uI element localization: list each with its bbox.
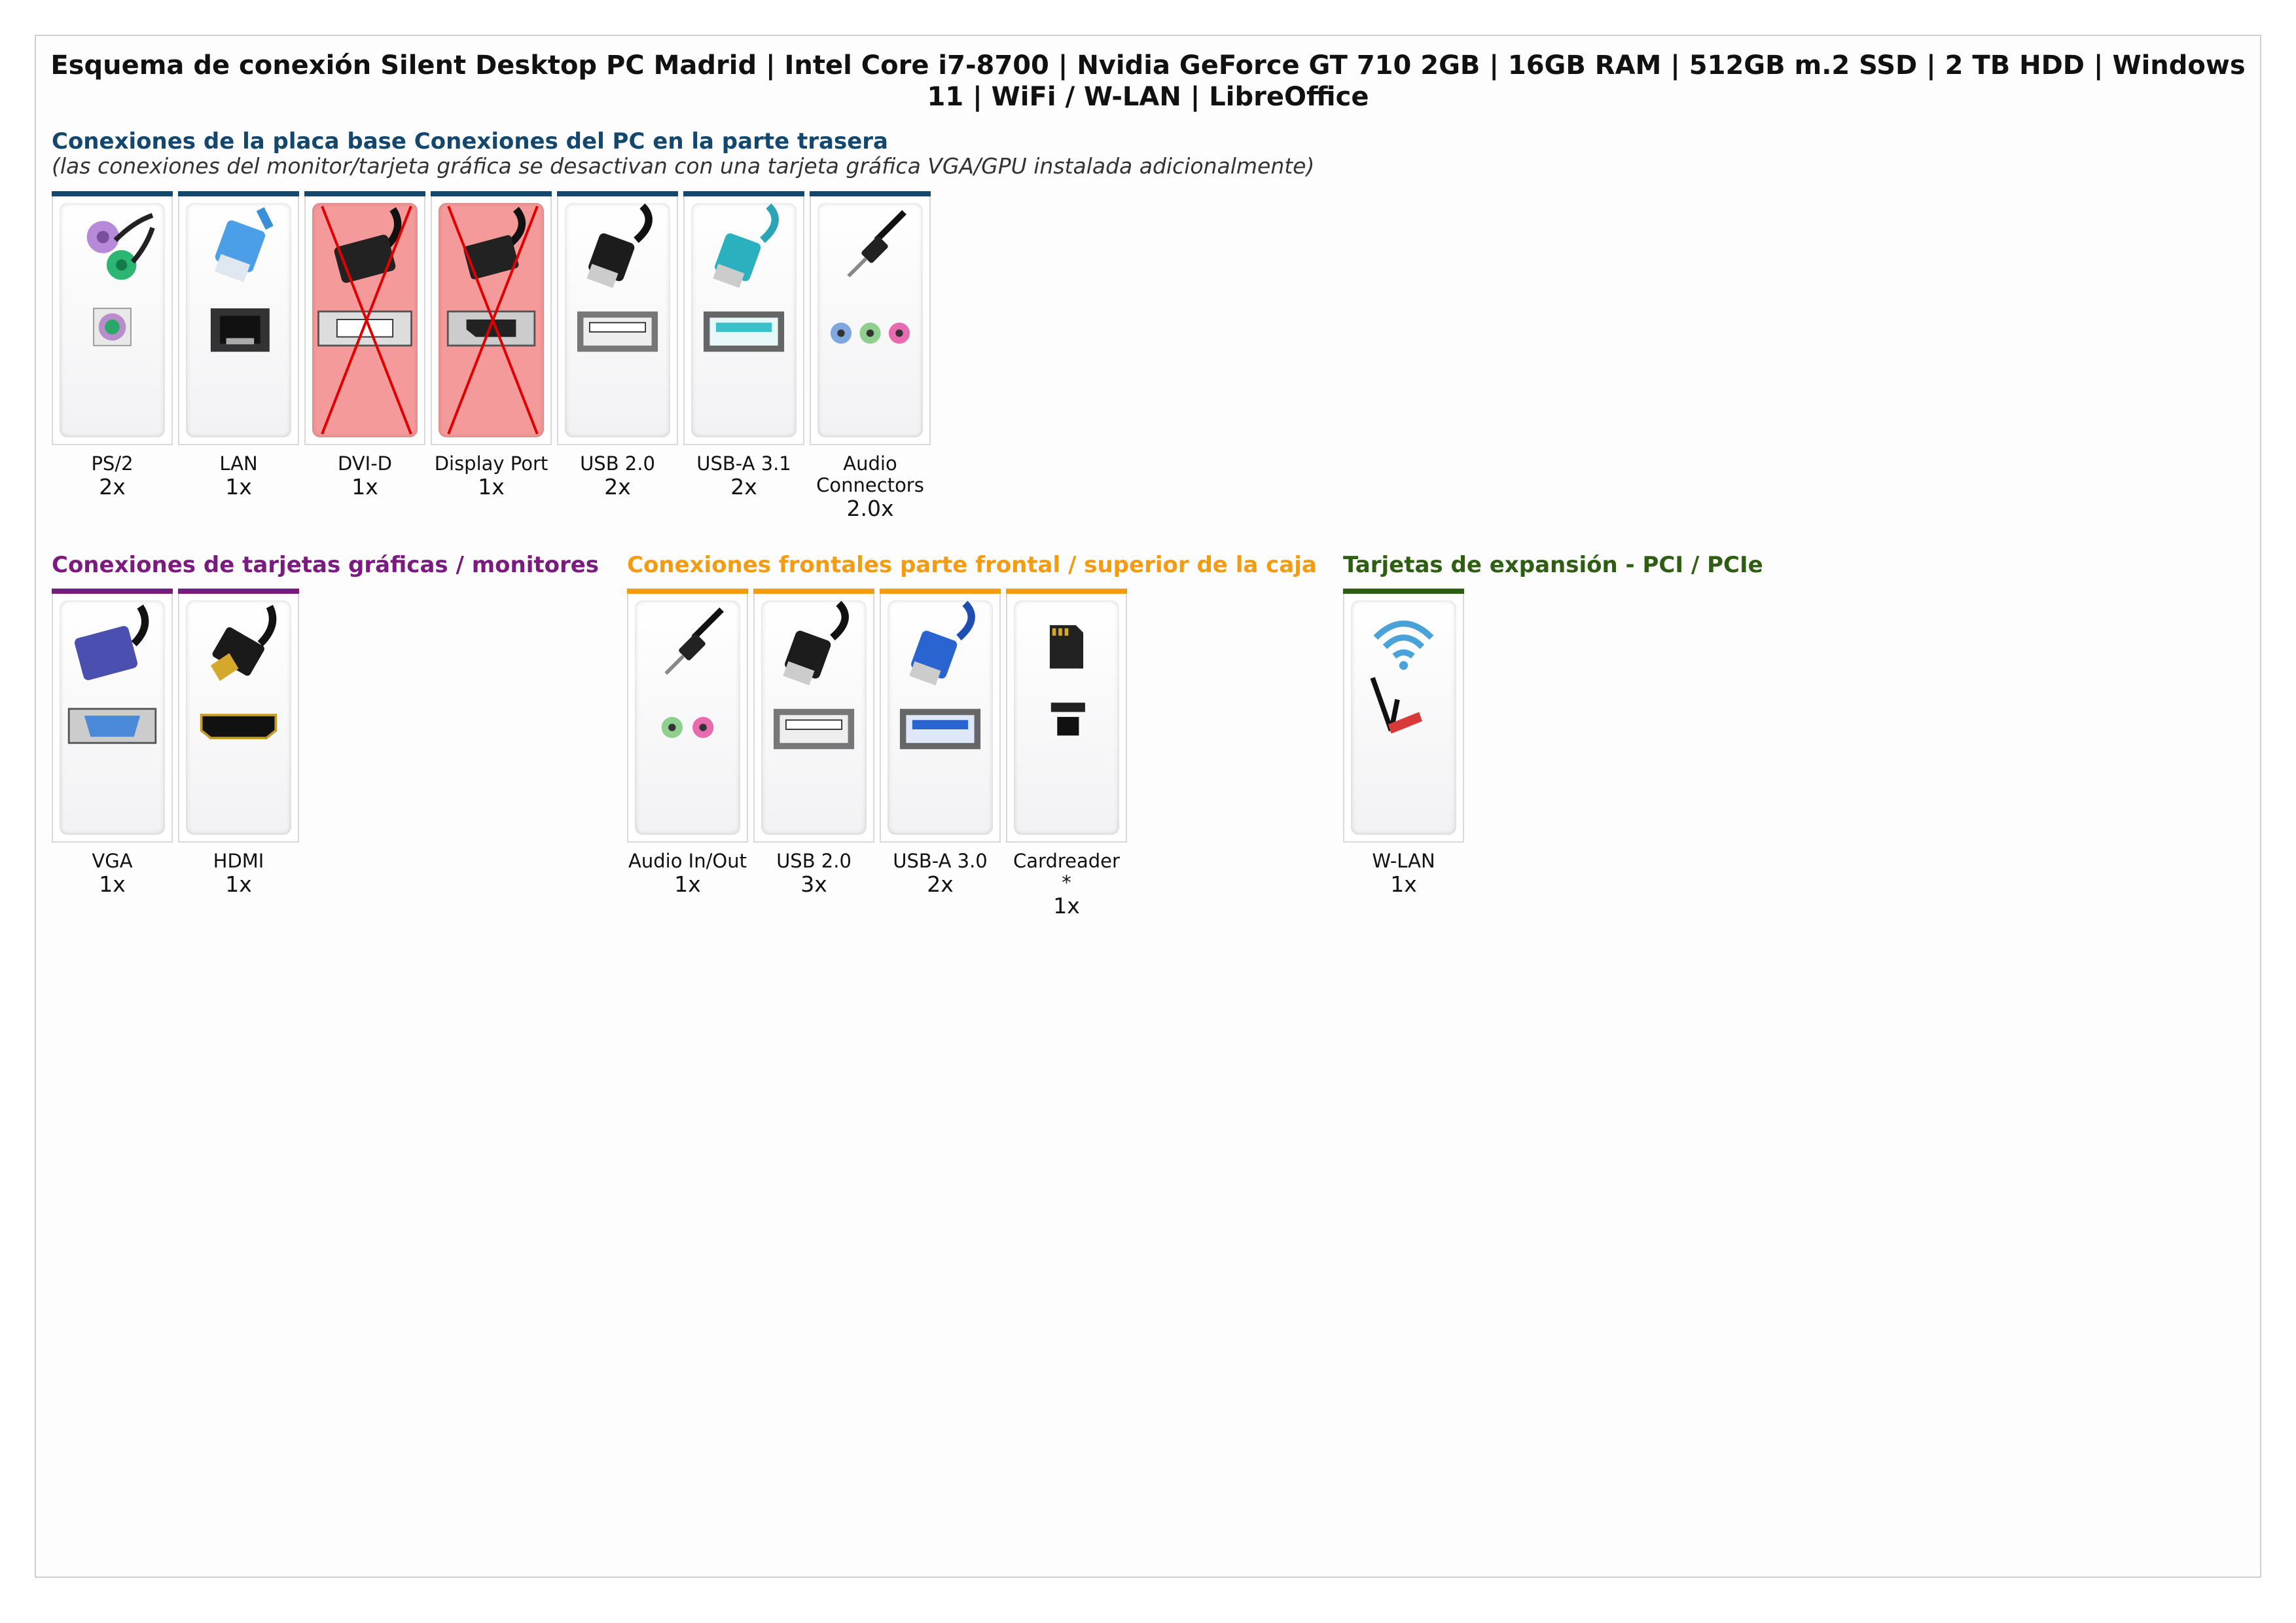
rear-connector-color-bar xyxy=(431,191,552,196)
displayport-connector-icon xyxy=(439,203,544,437)
disabled-cross-icon xyxy=(312,203,418,437)
rear-connector-label: LAN xyxy=(219,452,258,475)
usb2-connector-icon xyxy=(761,600,867,835)
graphics-connector-card xyxy=(178,594,299,843)
rear-connector-label: Display Port xyxy=(434,452,548,475)
rear-connector-color-bar xyxy=(304,191,425,196)
disabled-cross-icon xyxy=(439,203,544,437)
graphics-connector-card xyxy=(52,594,173,843)
wifi-antenna-icon xyxy=(1351,600,1456,835)
ps2-connector-icon xyxy=(60,203,165,437)
audio-connector-icon xyxy=(817,203,923,437)
usb31-connector-icon xyxy=(691,203,797,437)
rear-connector-count: 2x xyxy=(604,474,631,500)
rear-connector-label: Audio Connectors xyxy=(816,452,924,496)
rear-connector-label: DVI-D xyxy=(337,452,392,475)
rear-connector-label: PS/2 xyxy=(91,452,134,475)
graphics-connector-count: 1x xyxy=(99,871,126,897)
expansion-card-label: W-LAN xyxy=(1372,850,1435,872)
expansion-card-count: 1x xyxy=(1390,871,1417,897)
front-connector-color-bar xyxy=(753,589,874,594)
graphics-connector-label: HDMI xyxy=(213,850,264,872)
lan-connector-icon xyxy=(186,203,291,437)
rear-connector-color-bar xyxy=(683,191,804,196)
rear-connector-color-bar xyxy=(557,191,678,196)
rear-connector-count: 2x xyxy=(99,474,126,500)
rear-section-subtitle: (las conexiones del monitor/tarjeta gráf… xyxy=(52,153,1315,179)
expansion-card-color-bar xyxy=(1343,589,1464,594)
rear-connector-color-bar xyxy=(52,191,173,196)
rear-connector-card xyxy=(557,196,678,445)
rear-connector-card xyxy=(52,196,173,445)
rear-section-title: Conexiones de la placa base Conexiones d… xyxy=(52,128,888,155)
rear-connector-count: 1x xyxy=(351,474,378,500)
front-section-title: Conexiones frontales parte frontal / sup… xyxy=(627,552,1317,578)
page-title: Esquema de conexión Silent Desktop PC Ma… xyxy=(50,50,2246,112)
graphics-connector-count: 1x xyxy=(225,871,252,897)
vga-connector-icon xyxy=(60,600,165,835)
rear-connector-count: 1x xyxy=(225,474,252,500)
rear-connector-color-bar xyxy=(810,191,931,196)
cardreader-icon xyxy=(1014,600,1119,835)
expansion-section-title: Tarjetas de expansión - PCI / PCIe xyxy=(1343,552,1763,578)
front-connector-card xyxy=(1006,594,1127,843)
front-connector-count: 1x xyxy=(1053,893,1080,919)
rear-connector-label: USB 2.0 xyxy=(580,452,655,475)
graphics-section-title: Conexiones de tarjetas gráficas / monito… xyxy=(52,552,600,578)
front-connector-card xyxy=(627,594,748,843)
rear-connector-card xyxy=(431,196,552,445)
rear-connector-count: 2x xyxy=(730,474,757,500)
usb2-connector-icon xyxy=(565,203,670,437)
rear-connector-count: 1x xyxy=(478,474,505,500)
graphics-connector-color-bar xyxy=(178,589,299,594)
front-connector-card xyxy=(880,594,1001,843)
rear-connector-card xyxy=(810,196,931,445)
audio-jack-icon xyxy=(635,600,740,835)
usb30-connector-icon xyxy=(888,600,993,835)
graphics-connector-label: VGA xyxy=(92,850,133,872)
front-connector-label: Cardreader * xyxy=(1013,850,1120,894)
front-connector-label: USB-A 3.0 xyxy=(893,850,988,872)
rear-connector-card xyxy=(178,196,299,445)
rear-connector-count: 2.0x xyxy=(846,496,894,521)
front-connector-count: 3x xyxy=(800,871,827,897)
front-connector-label: USB 2.0 xyxy=(776,850,852,872)
rear-connector-color-bar xyxy=(178,191,299,196)
rear-connector-card xyxy=(683,196,804,445)
hdmi-connector-icon xyxy=(186,600,291,835)
front-connector-count: 1x xyxy=(674,871,701,897)
rear-connector-card xyxy=(304,196,425,445)
front-connector-color-bar xyxy=(880,589,1001,594)
front-connector-card xyxy=(753,594,874,843)
expansion-card-card xyxy=(1343,594,1464,843)
front-connector-color-bar xyxy=(1006,589,1127,594)
front-connector-label: Audio In/Out xyxy=(628,850,747,872)
front-connector-count: 2x xyxy=(927,871,954,897)
front-connector-item: Cardreader *1x xyxy=(1006,589,1127,919)
dvi-connector-icon xyxy=(312,203,418,437)
rear-connector-label: USB-A 3.1 xyxy=(696,452,791,475)
front-connector-color-bar xyxy=(627,589,748,594)
graphics-connector-color-bar xyxy=(52,589,173,594)
